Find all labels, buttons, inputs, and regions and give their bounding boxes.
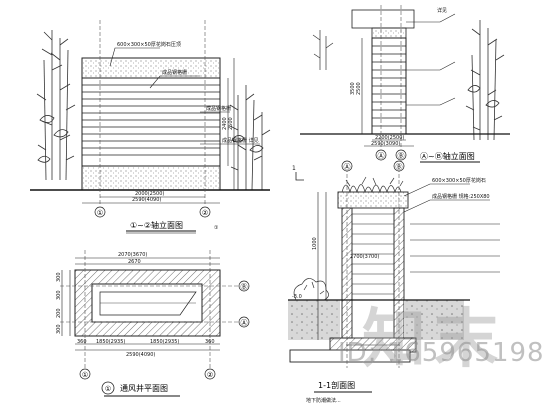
section-bottom-note: 地下防潮做法... <box>306 397 341 404</box>
plan-axis-b: Ⓑ <box>241 283 248 291</box>
front-scale-marker: ① <box>214 225 219 231</box>
louver-panel <box>81 77 221 167</box>
front-note-1: 600×300×50厚花岗石压顶 <box>117 41 181 48</box>
front-note-4: 成品钢格栅 详见 <box>222 137 259 144</box>
plan-title-marker: ① <box>105 385 111 393</box>
front-elevation-title: ①~②轴立面图 <box>130 220 183 230</box>
plan-bottom-dim-1: 360 <box>77 339 87 345</box>
side-axis-a: Ⓐ <box>378 152 385 160</box>
coping-stone <box>81 57 221 79</box>
plan-axis-a: Ⓐ <box>241 319 248 327</box>
side-height-2: 3500 <box>350 82 356 95</box>
front-dim-2: 2590(4090) <box>132 197 161 203</box>
section-soil-left <box>288 300 340 340</box>
plan-side-dim-3: 200 <box>56 308 62 318</box>
front-elevation: 600×300×50厚花岗石压顶 成品钢格栅 成品钢格栅 成品钢格栅 详见 20… <box>30 20 271 234</box>
section-view: 1 <box>288 160 500 404</box>
plan-view: 2070(3670) 2670 300 300 200 300 360 1850… <box>56 250 250 397</box>
plan-side-dim-1: 300 <box>56 272 62 282</box>
side-note-1: 详见 <box>437 7 447 14</box>
watermark-id-text: ID: 165965198 <box>338 338 545 368</box>
section-dim-2: 1000 <box>312 237 318 250</box>
note-leaders <box>109 47 260 145</box>
front-dim-lines <box>82 58 235 204</box>
section-dim-1: 2700(3700) <box>350 254 379 260</box>
side-slats <box>372 45 406 127</box>
front-dim-1: 2000(2500) <box>135 191 164 197</box>
front-note-3: 成品钢格栅 <box>206 105 231 112</box>
section-axis-b: Ⓑ <box>396 163 403 171</box>
plan-top-dim-2: 2670 <box>128 259 141 265</box>
side-bamboo-left <box>312 30 334 70</box>
side-axis-b: Ⓑ <box>398 152 405 160</box>
bamboo-right <box>229 85 271 191</box>
side-dim-1: 2200(2500) <box>375 135 404 141</box>
plan-axis-2: ② <box>207 371 213 379</box>
louver-slats <box>82 84 220 156</box>
plan-bottom-dim-2: 1850(2935) <box>96 339 125 345</box>
section-title: 1-1剖面图 <box>318 380 355 390</box>
section-coping <box>337 191 409 209</box>
watermark-brand: 知末 <box>362 303 506 377</box>
plan-title: 通风井平面图 <box>120 383 168 393</box>
plan-side-dim-2: 300 <box>56 290 62 300</box>
side-dim-2: 2590(3090) <box>371 141 400 147</box>
section-height-mark: -3.0 <box>292 294 302 300</box>
side-height-1: 2500 <box>356 82 362 95</box>
axis-2-label: ② <box>202 209 208 217</box>
plan-bottom-dim-4: 360 <box>205 339 215 345</box>
plan-axis-1: ① <box>82 371 88 379</box>
section-soil-right <box>404 300 464 340</box>
section-axis-a: Ⓐ <box>344 163 351 171</box>
front-height-1: 2400 <box>222 117 228 130</box>
bamboo-left <box>36 30 76 181</box>
front-height-2: 2500 <box>228 117 234 130</box>
side-elevation-title: Ⓐ~Ⓑ轴立面图 <box>420 151 475 161</box>
front-note-2: 成品钢格栅 <box>162 69 187 76</box>
section-note-2: 成品钢格栅 规格:250X80 <box>432 193 490 200</box>
plan-side-dim-4: 300 <box>56 324 62 334</box>
side-bamboo <box>465 20 505 141</box>
side-elevation: 详见 2200(2500) 2590(3090) 2500 3500 Ⓐ Ⓑ Ⓐ… <box>300 5 510 163</box>
stone-base <box>81 165 221 191</box>
svg-text:1: 1 <box>292 165 296 172</box>
plan-bottom-total: 2590(4090) <box>126 352 155 358</box>
section-bush <box>293 278 329 301</box>
plan-axis-bubbles: Ⓑ Ⓐ ① ② <box>79 280 250 380</box>
axis-1-label: ① <box>97 209 103 217</box>
watermark-id: ID: 165965198 <box>338 338 545 368</box>
section-shrubs <box>341 176 404 194</box>
side-top-box <box>351 9 415 29</box>
plan-bottom-dim-3: 1850(2935) <box>150 339 179 345</box>
front-axis-bubbles: ① ② <box>94 206 211 218</box>
section-note-1: 600×300×50厚花岗石 <box>432 177 486 184</box>
plan-top-dim-1: 2070(3670) <box>118 252 147 258</box>
